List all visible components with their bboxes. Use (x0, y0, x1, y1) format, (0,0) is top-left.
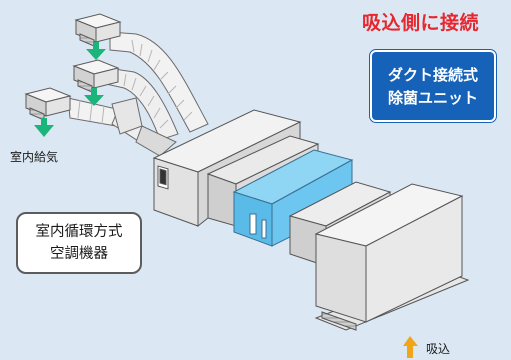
supply-arrow-bottom (34, 118, 54, 137)
ac-label-line2: 空調機器 (50, 246, 108, 262)
unit-label-line2: 除菌ユニット (387, 89, 478, 107)
supply-diffuser-top (74, 13, 122, 47)
sterilization-unit-callout: ダクト接続式 除菌ユニット (370, 50, 496, 122)
headline-connect-intake-side: 吸込側に接続 (362, 12, 480, 34)
intake-plenum-box (314, 183, 470, 331)
supply-diffuser-bottom (24, 87, 72, 121)
supply-diffuser-middle (72, 59, 120, 93)
intake-label: 吸込 (426, 342, 451, 356)
duct-branch-connector (111, 97, 177, 157)
unit-label-line1: ダクト接続式 (387, 66, 478, 84)
supply-arrow-top (86, 42, 106, 60)
supply-air-label: 室内給気 (10, 150, 59, 164)
intake-arrow (403, 336, 418, 358)
flex-duct-top (109, 31, 209, 133)
ac-label-line1: 室内循環方式 (35, 224, 123, 240)
supply-arrow-middle (84, 88, 104, 106)
ac-equipment-callout: 室内循環方式 空調機器 (16, 212, 142, 274)
